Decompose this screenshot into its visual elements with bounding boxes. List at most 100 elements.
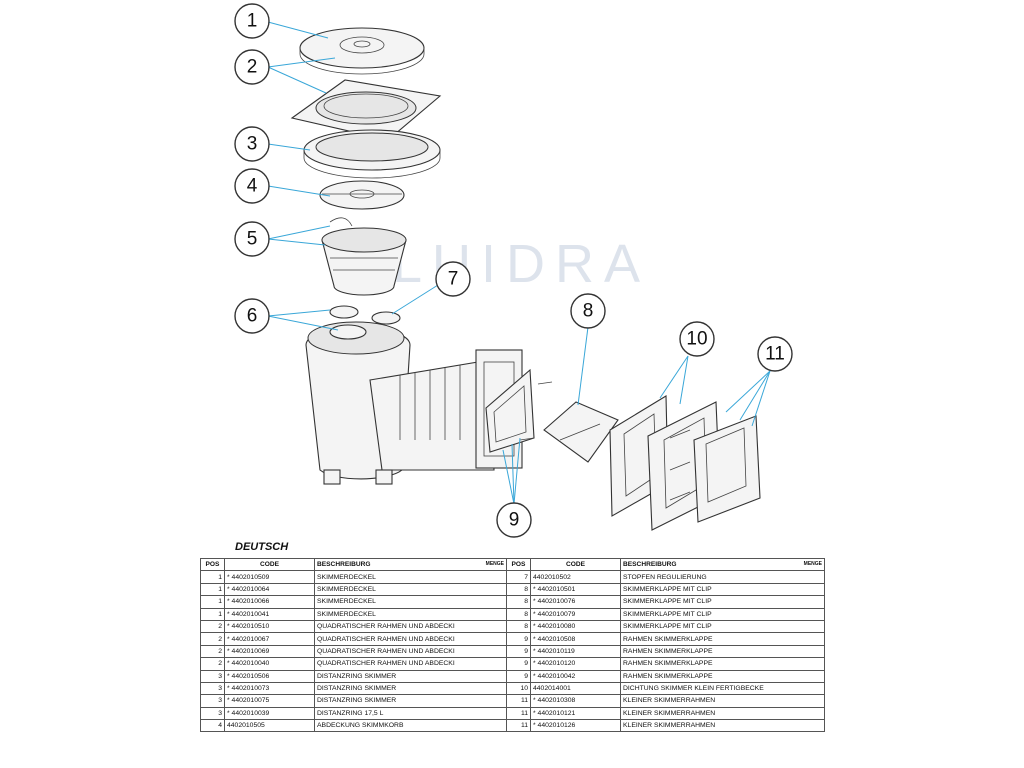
cell-pos: 1 xyxy=(200,582,225,597)
cell-pos: 9 xyxy=(506,632,531,646)
cell-code: * 4402010067 xyxy=(224,632,315,646)
callout-7: 7 xyxy=(435,261,471,297)
cell-desc: SKIMMERDECKEL xyxy=(314,595,507,609)
cell-code: * 4402010509 xyxy=(224,570,315,584)
cell-pos: 7 xyxy=(506,570,531,584)
cell-desc: SKIMMERKLAPPE MIT CLIP xyxy=(620,619,825,634)
cell-desc: STOPFEN REGULIERUNG xyxy=(620,570,825,584)
cell-pos: 9 xyxy=(506,669,531,683)
svg-text:7: 7 xyxy=(448,269,459,290)
part-5-skimmer-basket xyxy=(321,217,407,296)
cell-code: * 4402010040 xyxy=(224,657,315,671)
cell-desc: SKIMMERKLAPPE MIT CLIP xyxy=(620,607,825,621)
cell-pos: 11 xyxy=(506,706,531,721)
cell-code: * 4402010308 xyxy=(530,694,621,708)
header-pos: POS xyxy=(506,557,531,572)
header-qty: MENGE xyxy=(485,561,504,568)
cell-pos: 1 xyxy=(200,570,225,584)
cell-desc: RAHMEN SKIMMERKLAPPE xyxy=(620,632,825,646)
cell-pos: 3 xyxy=(200,681,225,696)
cell-pos: 9 xyxy=(506,644,531,659)
svg-text:5: 5 xyxy=(247,229,258,250)
cell-pos: 8 xyxy=(506,619,531,634)
header-desc-label: BESCHREIBURG xyxy=(317,561,371,569)
cell-pos: 3 xyxy=(200,706,225,721)
cell-code: * 4402010120 xyxy=(530,657,621,671)
callout-1: 1 xyxy=(234,3,270,39)
header-desc: BESCHREIBURG MENGE xyxy=(620,557,825,572)
cell-code: * 4402010069 xyxy=(224,644,315,659)
part-1-skimmer-lid xyxy=(299,27,425,75)
cell-code: * 4402010066 xyxy=(224,595,315,609)
callout-9: 9 xyxy=(496,502,532,538)
cell-pos: 1 xyxy=(200,607,225,621)
cell-desc: RAHMEN SKIMMERKLAPPE xyxy=(620,669,825,683)
cell-code: * 4402010126 xyxy=(530,719,621,733)
part-4-basket-cover xyxy=(319,180,405,210)
cell-pos: 11 xyxy=(506,694,531,708)
header-desc-label: BESCHREIBURG xyxy=(623,561,677,569)
svg-text:2: 2 xyxy=(247,57,258,78)
cell-desc: DISTANZRING 17,5 L xyxy=(314,706,507,721)
cell-code: * 4402010080 xyxy=(530,619,621,634)
cell-code: * 4402010073 xyxy=(224,681,315,696)
watermark-text: LUIDRA xyxy=(392,234,650,294)
cell-desc: KLEINER SKIMMERRAHMEN xyxy=(620,694,825,708)
cell-desc: DISTANZRING SKIMMER xyxy=(314,694,507,708)
callout-11: 11 xyxy=(757,336,793,372)
svg-text:11: 11 xyxy=(765,344,785,365)
header-pos: POS xyxy=(200,557,225,572)
part-3-distance-ring xyxy=(303,129,441,179)
cell-desc: SKIMMERDECKEL xyxy=(314,570,507,584)
cell-code: 4402014001 xyxy=(530,681,621,696)
header-qty: MENGE xyxy=(803,561,822,568)
cell-code: * 4402010508 xyxy=(530,632,621,646)
cell-code: * 4402010510 xyxy=(224,619,315,634)
cell-desc: QUADRATISCHER RAHMEN UND ABDECKI xyxy=(314,657,507,671)
part-8-skimmer-flap xyxy=(543,401,619,463)
cell-code: * 4402010042 xyxy=(530,669,621,683)
cell-pos: 9 xyxy=(506,657,531,671)
part-9-flap-frame xyxy=(485,368,553,453)
cell-code: * 4402010501 xyxy=(530,582,621,597)
cell-desc: QUADRATISCHER RAHMEN UND ABDECKI xyxy=(314,619,507,634)
cell-pos: 1 xyxy=(200,595,225,609)
callout-8: 8 xyxy=(570,293,606,329)
cell-desc: SKIMMERKLAPPE MIT CLIP xyxy=(620,595,825,609)
cell-desc: QUADRATISCHER RAHMEN UND ABDECKI xyxy=(314,632,507,646)
cell-desc: SKIMMERKLAPPE MIT CLIP xyxy=(620,582,825,597)
cell-code: * 4402010079 xyxy=(530,607,621,621)
cell-desc: RAHMEN SKIMMERKLAPPE xyxy=(620,644,825,659)
cell-pos: 2 xyxy=(200,619,225,634)
cell-desc: RAHMEN SKIMMERKLAPPE xyxy=(620,657,825,671)
cell-desc: QUADRATISCHER RAHMEN UND ABDECKI xyxy=(314,644,507,659)
cell-pos: 3 xyxy=(200,694,225,708)
skimmer-body xyxy=(305,321,523,485)
part-6-7-plugs xyxy=(329,305,401,325)
cell-code: * 4402010506 xyxy=(224,669,315,683)
cell-code: * 4402010076 xyxy=(530,595,621,609)
cell-pos: 3 xyxy=(200,669,225,683)
